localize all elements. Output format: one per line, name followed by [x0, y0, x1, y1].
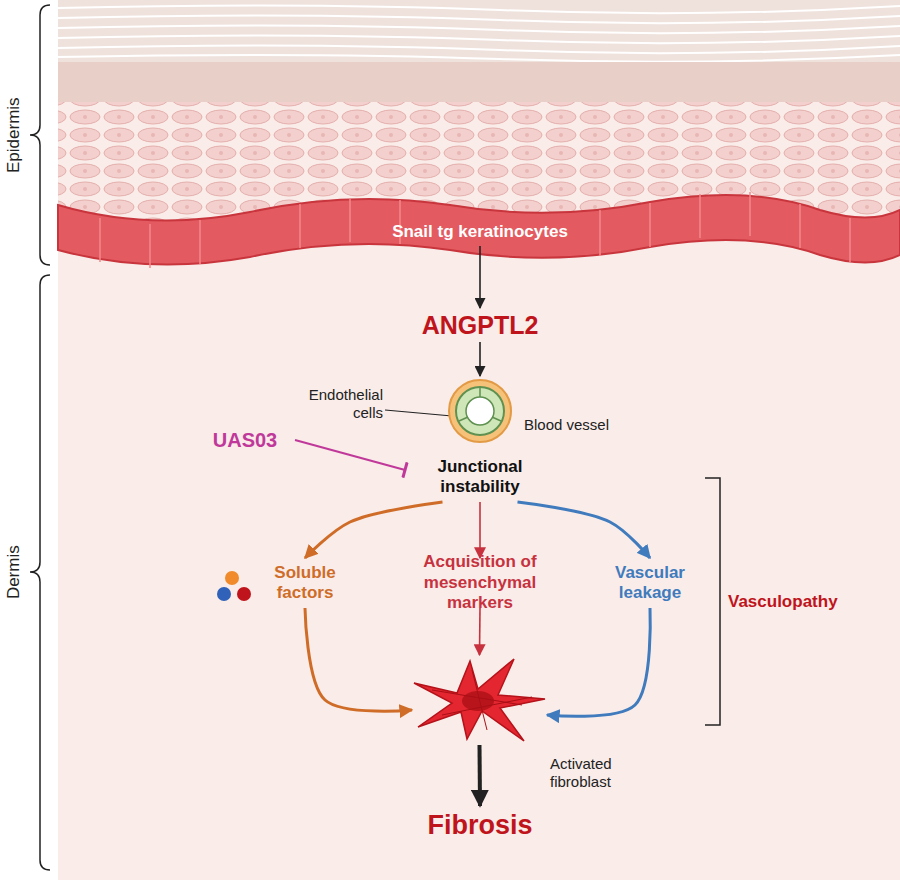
mediator-label: ANGPTL2: [390, 308, 570, 342]
vasculopathy-bracket: [705, 478, 720, 725]
soluble-factor-icons: [217, 571, 251, 601]
blood-vessel: Blood vessel: [440, 376, 520, 446]
group-label: Vasculopathy: [728, 592, 878, 612]
node-text: Snail tg keratinocytes: [392, 222, 568, 242]
fibroblast-cell: Activated fibroblast: [412, 655, 547, 745]
node-text: Fibrosis: [427, 809, 532, 841]
connector-arrow: [518, 502, 651, 558]
connector-arrow: [478, 745, 483, 806]
process-label: Acquisition of mesenchymal markers: [393, 558, 567, 608]
connector-arrow: [305, 608, 412, 711]
epidermis-bracket: [30, 5, 50, 265]
node-text: Vascular leakage: [600, 563, 700, 604]
layer-label: Epidermis: [4, 35, 24, 235]
part-label: Endothelial cells: [293, 386, 383, 422]
node-text: Soluble factors: [255, 563, 355, 604]
node-text: Acquisition of mesenchymal markers: [393, 552, 567, 613]
granular-layer: [58, 62, 900, 102]
process-label: Soluble factors: [255, 558, 355, 608]
stratum-corneum: [58, 0, 900, 62]
node-text: Junctional instability: [405, 457, 555, 498]
layer-label: Dermis: [4, 472, 24, 672]
connector-arrow: [479, 502, 481, 558]
dermis-area: [58, 0, 900, 880]
corneum-lines: [58, 5, 900, 61]
inhibitor-label: UAS03: [195, 426, 295, 454]
basal-keratinocyte-band: [58, 195, 900, 264]
node-text: UAS03: [213, 428, 277, 452]
node-text: Blood vessel: [524, 416, 624, 434]
connector-arrow: [479, 608, 481, 655]
blood-vessel-symbol: [440, 376, 520, 446]
node-text: ANGPTL2: [422, 310, 539, 340]
connector-arrow: [479, 246, 481, 308]
process-label: Vascular leakage: [600, 558, 700, 608]
connector-arrow: [547, 608, 650, 716]
fibroblast-symbol: [412, 655, 547, 745]
node-text: Activated fibroblast: [550, 755, 640, 791]
connector-arrow: [305, 502, 443, 558]
connector-arrow: [295, 440, 405, 470]
connector-arrow: [479, 342, 481, 376]
basal-cell-dividers: [100, 192, 850, 268]
process-label: Junctional instability: [405, 452, 555, 502]
dermis-bracket: [30, 275, 50, 870]
keratinocyte-band-label: Snail tg keratinocytes: [370, 218, 590, 246]
endothelial-leader: [385, 410, 452, 416]
outcome-label: Fibrosis: [400, 806, 560, 844]
